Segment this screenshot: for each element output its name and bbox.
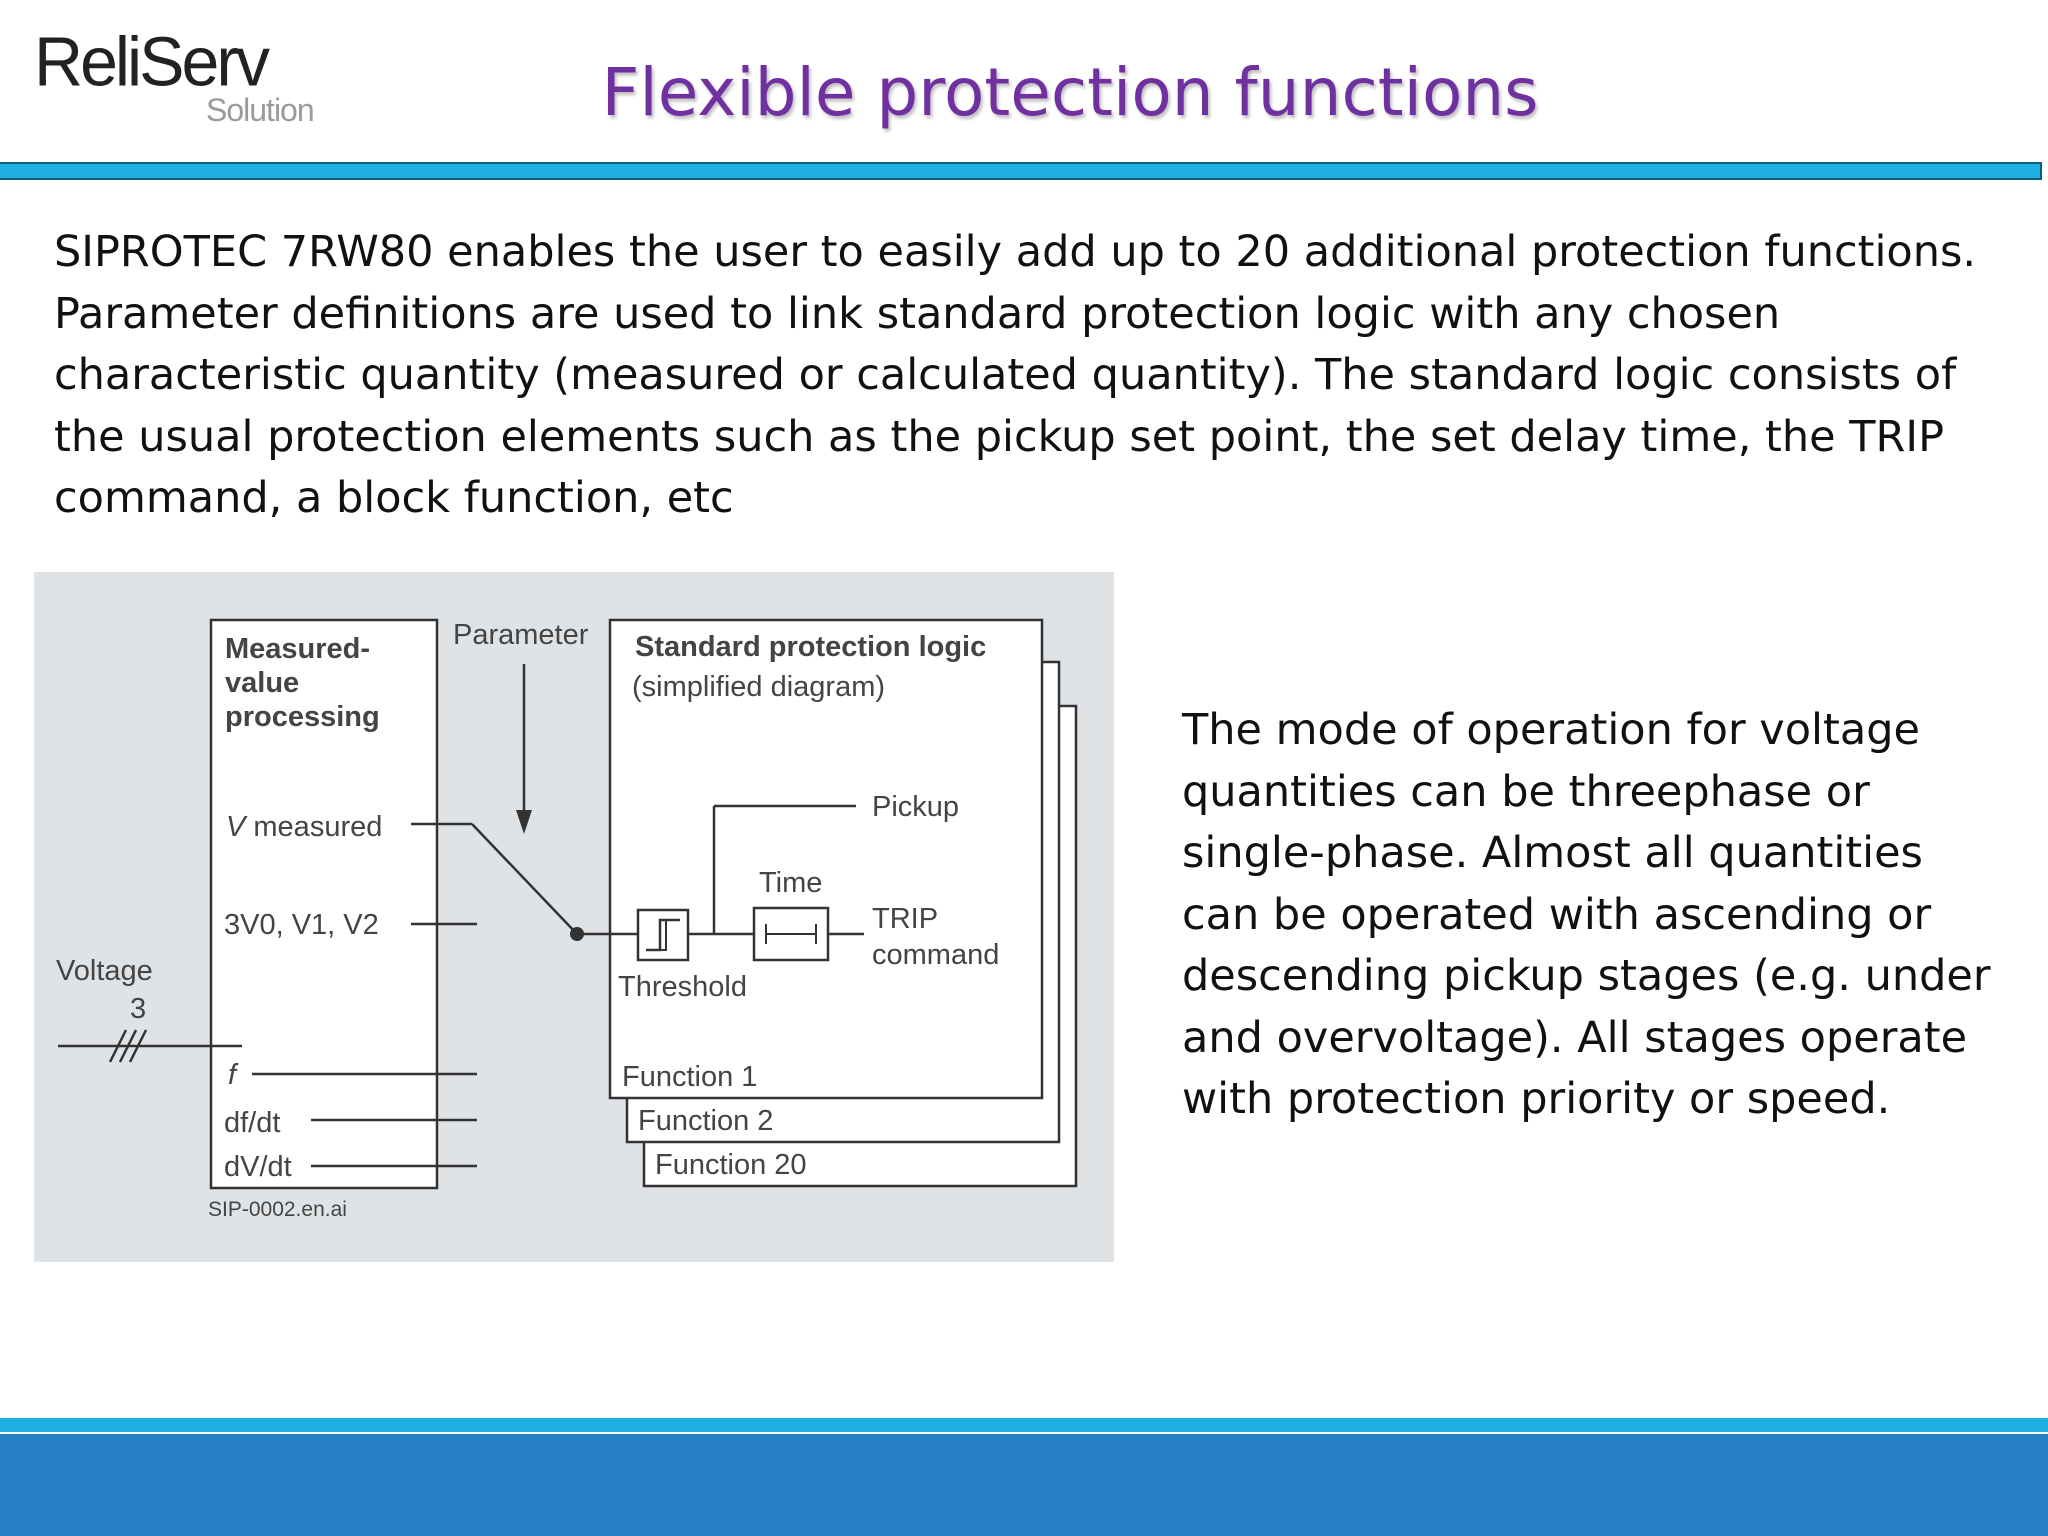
- function-20-label: Function 20: [655, 1149, 807, 1181]
- side-paragraph: The mode of operation for voltage quanti…: [1182, 705, 1991, 1124]
- header-divider: [0, 162, 2042, 180]
- measured-value-box: [209, 618, 439, 1190]
- figure-source-ref: SIP-0002.en.ai: [208, 1198, 347, 1221]
- parameter-arrow-head: [516, 810, 532, 834]
- selector-switch: [471, 823, 578, 935]
- voltage-label: Voltage: [56, 955, 153, 987]
- pickup-label: Pickup: [872, 791, 959, 823]
- v0-v1-v2-label: 3V0, V1, V2: [224, 909, 379, 941]
- v-measured-label: V measured: [226, 811, 382, 843]
- dfdt-label: df/dt: [224, 1107, 280, 1139]
- function-2-label: Function 2: [638, 1105, 773, 1137]
- logo-brand: ReliServ: [34, 23, 270, 101]
- logo-subtitle: Solution: [206, 92, 315, 128]
- function-1-box: [608, 618, 1044, 1100]
- threshold-block: [636, 908, 690, 962]
- mvp-title-line1: Measured-: [225, 633, 370, 665]
- trip-label-2: command: [872, 939, 999, 971]
- protection-logic-diagram: Measured- value processing V measured 3V…: [34, 572, 1114, 1262]
- function-1-label: Function 1: [622, 1061, 757, 1093]
- threshold-label: Threshold: [618, 971, 747, 1003]
- footer-band: [0, 1434, 2048, 1536]
- f-label: f: [228, 1059, 239, 1091]
- spl-subtitle: (simplified diagram): [632, 671, 885, 703]
- slide-title: Flexible protection functions: [601, 54, 1539, 131]
- mvp-title-line3: processing: [225, 701, 380, 733]
- footer-divider: [0, 1418, 2048, 1432]
- company-logo: ReliServ Solution: [34, 22, 334, 132]
- intro-paragraph: SIPROTEC 7RW80 enables the user to easil…: [54, 227, 1977, 523]
- dvdt-label: dV/dt: [224, 1151, 292, 1183]
- time-label: Time: [759, 867, 822, 899]
- trip-label-1: TRIP: [872, 903, 938, 935]
- parameter-label: Parameter: [453, 619, 589, 651]
- spl-title: Standard protection logic: [635, 631, 986, 663]
- mvp-title-line2: value: [225, 667, 299, 699]
- voltage-count: 3: [130, 993, 146, 1025]
